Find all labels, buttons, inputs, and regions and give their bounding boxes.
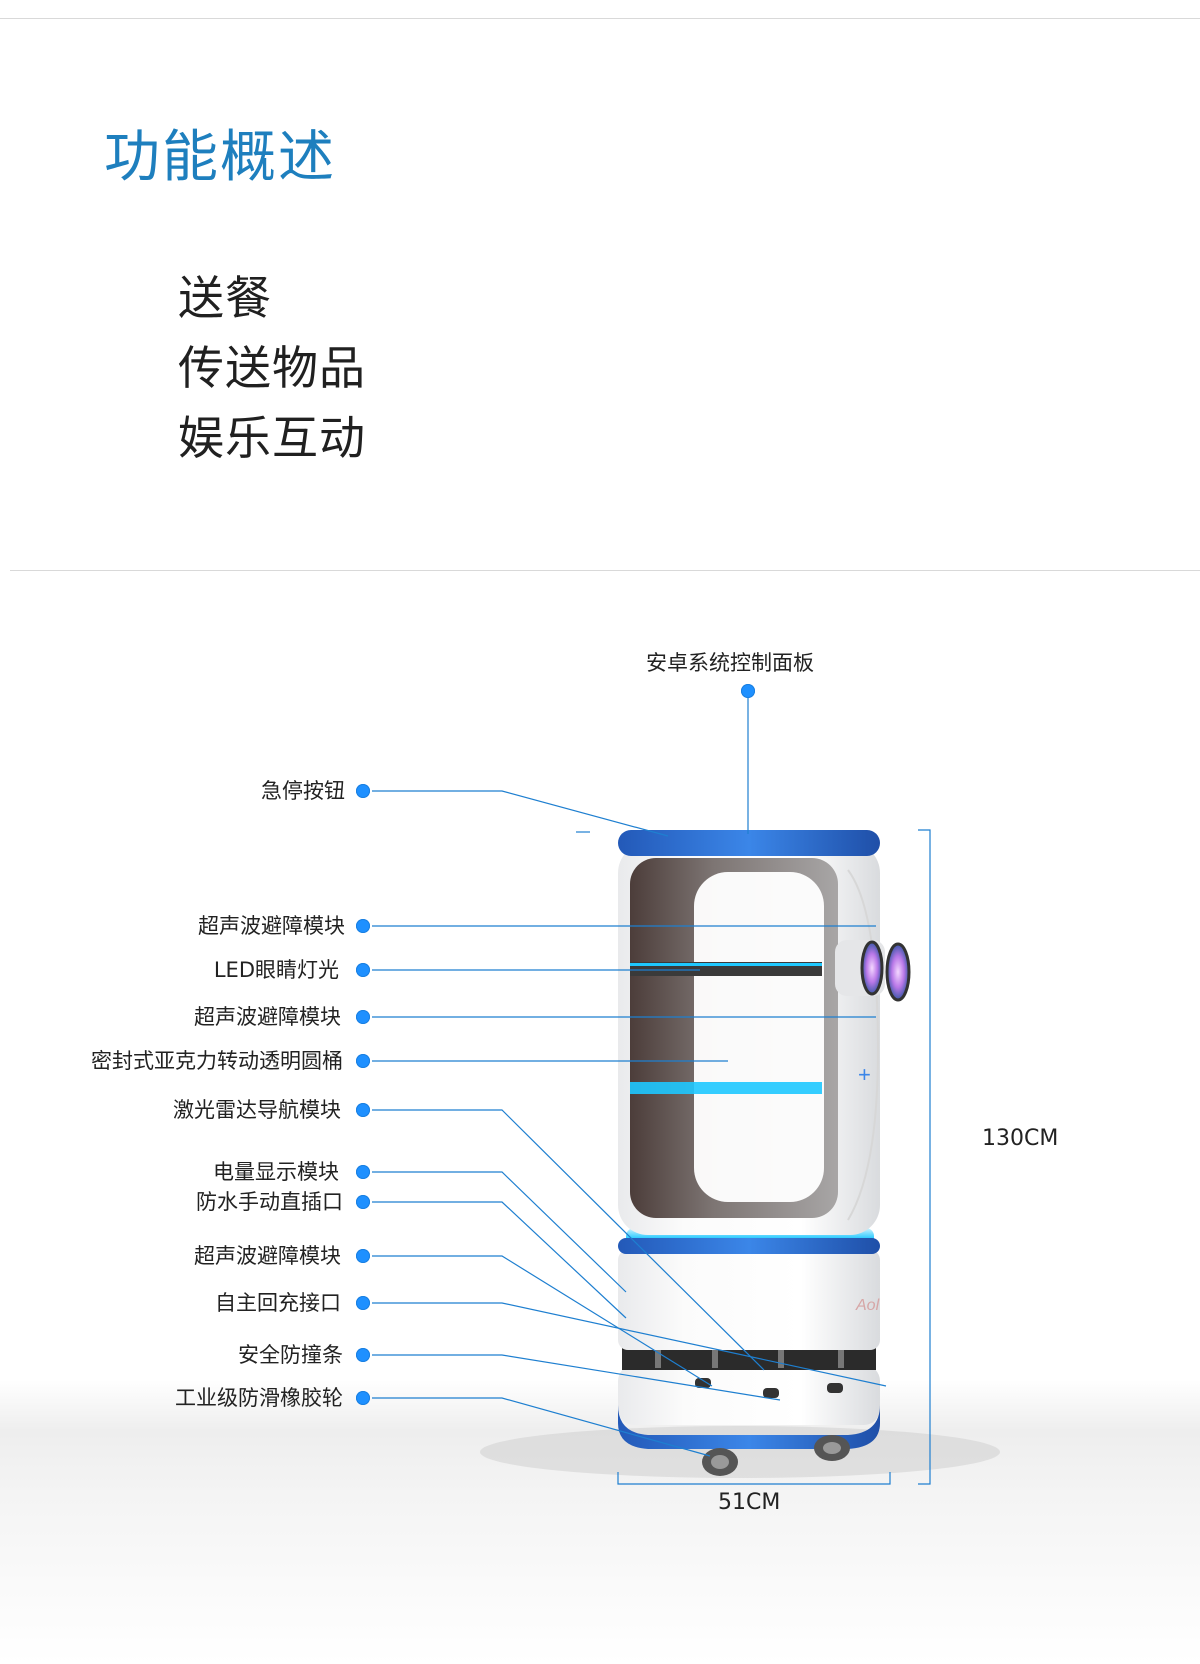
robot-shadow [480, 1426, 1000, 1478]
robot-logo: Aol [855, 1297, 880, 1314]
callout-dot [356, 1195, 370, 1209]
callout-android-panel: 安卓系统控制面板 [646, 651, 814, 675]
callout-dot [741, 684, 755, 698]
callout-dot [356, 919, 370, 933]
callout-auto-charge: 自主回充接口 [215, 1291, 341, 1315]
callout-dot [356, 1165, 370, 1179]
svg-text:+: + [858, 1062, 871, 1087]
robot-top-cap [618, 830, 880, 856]
floor-shadow [0, 1380, 1200, 1664]
led-eye-left [860, 940, 884, 996]
section-title: 功能概述 [104, 125, 336, 190]
callout-lidar: 激光雷达导航模块 [173, 1098, 341, 1122]
callout-ultrasonic-2: 超声波避障模块 [194, 1005, 341, 1029]
callout-dot [356, 1348, 370, 1362]
feature-item-1: 送餐 [178, 271, 272, 325]
feature-item-3: 娱乐互动 [178, 411, 366, 465]
section-divider [10, 570, 1200, 571]
callout-dot [356, 1391, 370, 1405]
callout-dot [356, 1010, 370, 1024]
callout-rubber-wheels: 工业级防滑橡胶轮 [175, 1386, 343, 1410]
callout-dot [356, 963, 370, 977]
callout-ultrasonic-1: 超声波避障模块 [198, 914, 345, 938]
callout-ultrasonic-3: 超声波避障模块 [194, 1244, 341, 1268]
callout-emergency-stop: 急停按钮 [261, 779, 345, 803]
dimension-height: 130CM [982, 1126, 1059, 1151]
feature-item-2: 传送物品 [178, 341, 366, 395]
dimension-width: 51CM [718, 1490, 781, 1515]
callout-waterproof-plug: 防水手动直插口 [196, 1190, 343, 1214]
callout-dot [356, 784, 370, 798]
callout-bumper: 安全防撞条 [238, 1343, 343, 1367]
callout-dot [356, 1103, 370, 1117]
callout-dot [356, 1249, 370, 1263]
top-divider [0, 18, 1200, 19]
led-eye-right [885, 942, 911, 1002]
callout-dot [356, 1054, 370, 1068]
dimension-lines [576, 829, 931, 1485]
callout-battery-display: 电量显示模块 [213, 1160, 339, 1184]
callout-acrylic-drum: 密封式亚克力转动透明圆桶 [91, 1049, 343, 1073]
callout-dot [356, 1296, 370, 1310]
robot-mid-drum [618, 1250, 880, 1350]
callout-led-eyes: LED眼睛灯光 [213, 958, 339, 982]
callout-lines [372, 691, 887, 1457]
